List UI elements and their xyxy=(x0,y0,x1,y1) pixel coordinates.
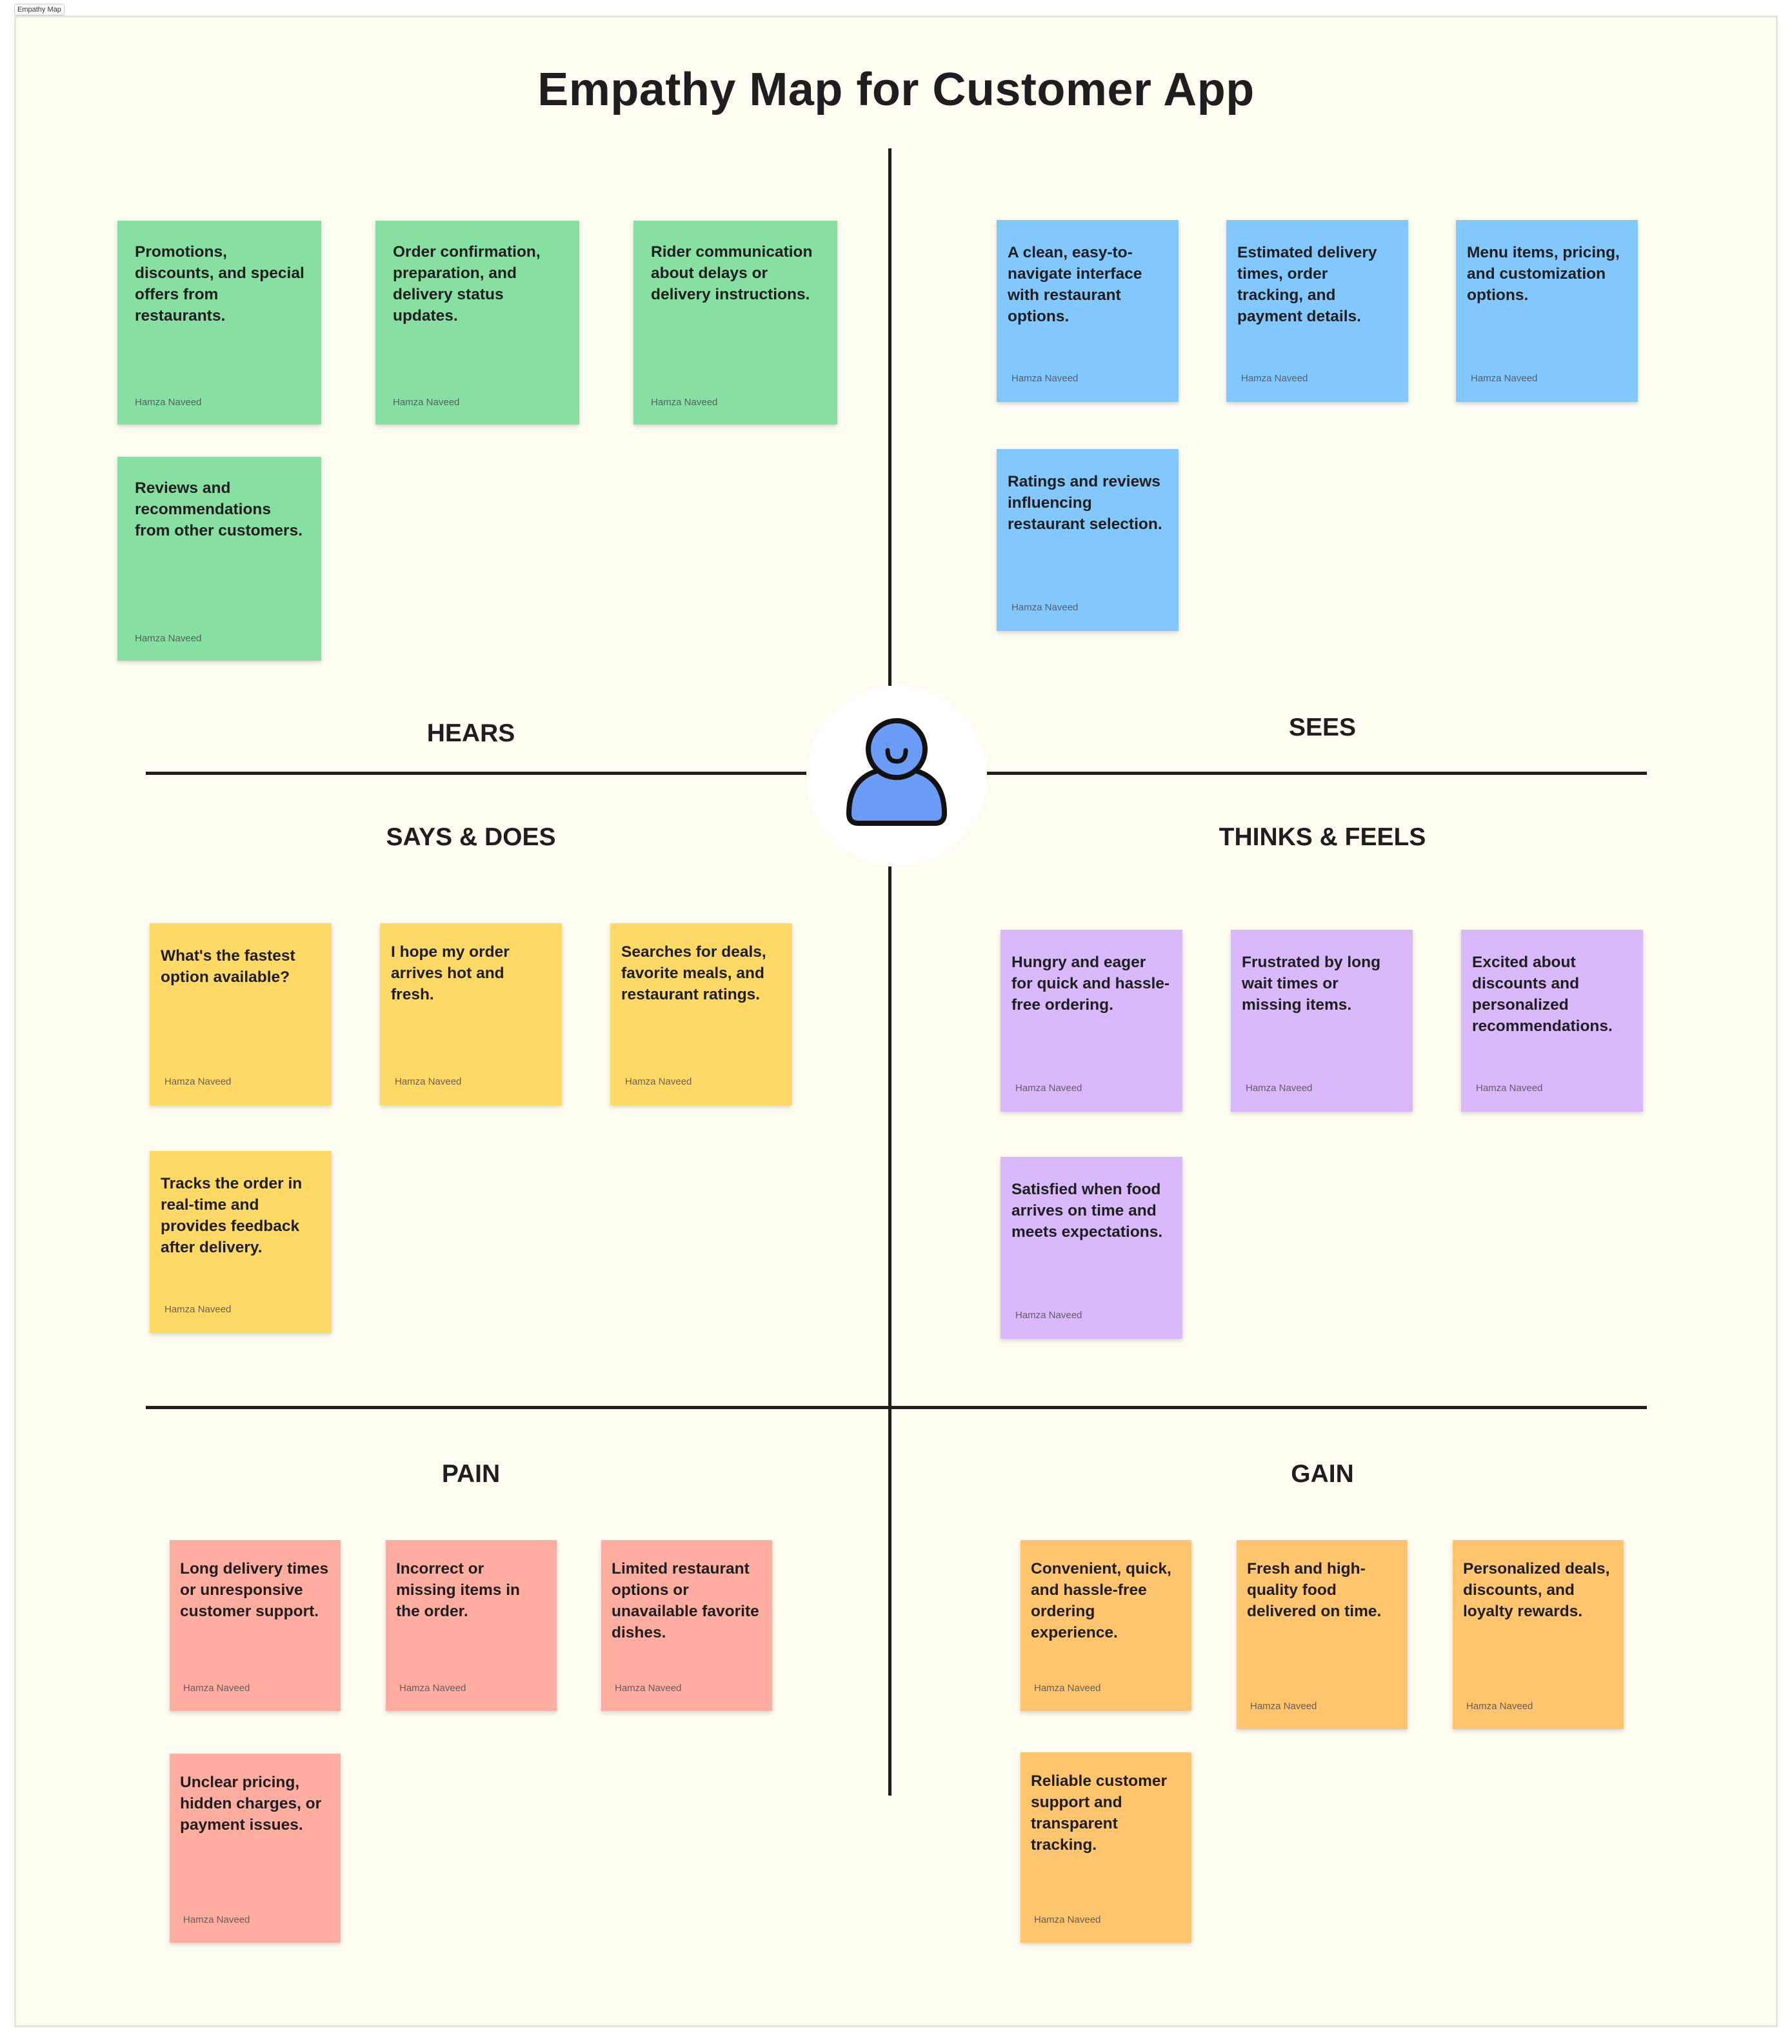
note-author: Hamza Naveed xyxy=(183,1683,250,1694)
label-hears[interactable]: HEARS xyxy=(426,719,515,747)
sticky-note-thinks-feels-3[interactable]: Excited about discounts and personalized… xyxy=(1461,930,1643,1112)
label-pain[interactable]: PAIN xyxy=(441,1460,501,1488)
note-text: Long delivery times or unresponsive cust… xyxy=(180,1560,329,1620)
note-author: Hamza Naveed xyxy=(615,1683,682,1694)
note-author: Hamza Naveed xyxy=(1466,1701,1533,1712)
note-text: Frustrated by long wait times or missing… xyxy=(1242,954,1381,1014)
sticky-note-says-does-2[interactable]: I hope my order arrives hot and fresh. H… xyxy=(380,923,562,1105)
label-gain[interactable]: GAIN xyxy=(1291,1460,1354,1488)
sticky-note-hears-4[interactable]: Reviews and recommendations from other c… xyxy=(117,457,321,661)
note-text: Limited restaurant options or unavailabl… xyxy=(612,1560,759,1641)
note-author: Hamza Naveed xyxy=(1034,1683,1101,1694)
sticky-note-gain-3[interactable]: Personalized deals, discounts, and loyal… xyxy=(1453,1540,1624,1729)
vertical-divider-bottom xyxy=(888,867,891,1796)
note-author: Hamza Naveed xyxy=(164,1304,232,1315)
persona-circle[interactable] xyxy=(806,686,987,867)
note-author: Hamza Naveed xyxy=(1246,1083,1313,1094)
note-author: Hamza Naveed xyxy=(395,1076,462,1087)
sticky-note-pain-2[interactable]: Incorrect or missing items in the order.… xyxy=(386,1540,557,1711)
sticky-note-hears-2[interactable]: Order confirmation, preparation, and del… xyxy=(375,221,579,425)
note-author: Hamza Naveed xyxy=(393,397,460,408)
user-icon xyxy=(846,718,947,826)
vertical-divider-top xyxy=(888,148,891,686)
label-says-does[interactable]: SAYS & DOES xyxy=(386,823,556,851)
note-author: Hamza Naveed xyxy=(164,1076,232,1087)
sticky-note-hears-3[interactable]: Rider communication about delays or deli… xyxy=(633,221,837,425)
note-text: Reliable customer support and transparen… xyxy=(1031,1772,1168,1854)
note-text: A clean, easy-to-navigate interface with… xyxy=(1008,244,1142,325)
sticky-note-thinks-feels-2[interactable]: Frustrated by long wait times or missing… xyxy=(1231,930,1413,1112)
sticky-note-sees-1[interactable]: A clean, easy-to-navigate interface with… xyxy=(997,220,1179,402)
note-author: Hamza Naveed xyxy=(1011,373,1079,384)
note-text: Promotions, discounts, and special offer… xyxy=(135,243,304,325)
note-text: Rider communication about delays or deli… xyxy=(651,243,813,303)
note-author: Hamza Naveed xyxy=(1250,1701,1317,1712)
note-text: Reviews and recommendations from other c… xyxy=(135,479,303,539)
sticky-note-pain-4[interactable]: Unclear pricing, hidden charges, or paym… xyxy=(170,1754,341,1943)
note-author: Hamza Naveed xyxy=(625,1076,692,1087)
note-text: Fresh and high-quality food delivered on… xyxy=(1247,1560,1382,1620)
note-text: Order confirmation, preparation, and del… xyxy=(393,243,541,325)
note-author: Hamza Naveed xyxy=(1015,1083,1082,1094)
sticky-note-gain-2[interactable]: Fresh and high-quality food delivered on… xyxy=(1237,1540,1408,1729)
sticky-note-thinks-feels-1[interactable]: Hungry and eager for quick and hassle-fr… xyxy=(1001,930,1182,1112)
note-text: Convenient, quick, and hassle-free order… xyxy=(1031,1560,1171,1641)
sticky-note-thinks-feels-4[interactable]: Satisfied when food arrives on time and … xyxy=(1001,1157,1182,1339)
board-title[interactable]: Empathy Map for Customer App xyxy=(537,64,1255,115)
note-author: Hamza Naveed xyxy=(1011,602,1079,613)
note-text: Tracks the order in real-time and provid… xyxy=(161,1175,303,1256)
note-author: Hamza Naveed xyxy=(1034,1914,1101,1925)
sticky-note-says-does-4[interactable]: Tracks the order in real-time and provid… xyxy=(150,1151,332,1333)
note-text: Menu items, pricing, and customization o… xyxy=(1467,244,1620,304)
note-author: Hamza Naveed xyxy=(1241,373,1308,384)
note-author: Hamza Naveed xyxy=(399,1683,466,1694)
note-text: Hungry and eager for quick and hassle-fr… xyxy=(1011,954,1170,1014)
note-author: Hamza Naveed xyxy=(1015,1310,1082,1321)
note-text: Ratings and reviews influencing restaura… xyxy=(1008,473,1162,533)
note-text: Personalized deals, discounts, and loyal… xyxy=(1463,1560,1610,1620)
note-text: Excited about discounts and personalized… xyxy=(1472,954,1613,1035)
note-author: Hamza Naveed xyxy=(135,397,202,408)
note-text: Incorrect or missing items in the order. xyxy=(396,1560,520,1620)
note-author: Hamza Naveed xyxy=(135,633,202,644)
label-sees[interactable]: SEES xyxy=(1288,714,1357,741)
sticky-note-pain-1[interactable]: Long delivery times or unresponsive cust… xyxy=(170,1540,341,1711)
horizontal-divider-lower xyxy=(146,1406,1647,1409)
note-text: What's the fastest option available? xyxy=(161,947,295,986)
sticky-note-pain-3[interactable]: Limited restaurant options or unavailabl… xyxy=(601,1540,772,1711)
frame-label[interactable]: Empathy Map xyxy=(14,4,65,15)
note-text: Estimated delivery times, order tracking… xyxy=(1237,244,1377,325)
note-text: Satisfied when food arrives on time and … xyxy=(1011,1181,1163,1241)
sticky-note-gain-1[interactable]: Convenient, quick, and hassle-free order… xyxy=(1020,1540,1191,1711)
horizontal-divider-left xyxy=(146,772,806,775)
sticky-note-sees-2[interactable]: Estimated delivery times, order tracking… xyxy=(1226,220,1408,402)
note-author: Hamza Naveed xyxy=(651,397,718,408)
note-text: I hope my order arrives hot and fresh. xyxy=(391,943,510,1003)
sticky-note-says-does-1[interactable]: What's the fastest option available? Ham… xyxy=(150,923,332,1105)
sticky-note-hears-1[interactable]: Promotions, discounts, and special offer… xyxy=(117,221,321,425)
horizontal-divider-right xyxy=(987,772,1647,775)
note-author: Hamza Naveed xyxy=(1471,373,1538,384)
sticky-note-says-does-3[interactable]: Searches for deals, favorite meals, and … xyxy=(610,923,792,1105)
label-thinks-feels[interactable]: THINKS & FEELS xyxy=(1219,823,1426,851)
note-author: Hamza Naveed xyxy=(183,1914,250,1925)
note-text: Unclear pricing, hidden charges, or paym… xyxy=(180,1774,322,1834)
note-text: Searches for deals, favorite meals, and … xyxy=(621,943,766,1003)
sticky-note-gain-4[interactable]: Reliable customer support and transparen… xyxy=(1020,1752,1191,1943)
sticky-note-sees-3[interactable]: Menu items, pricing, and customization o… xyxy=(1456,220,1638,402)
note-author: Hamza Naveed xyxy=(1476,1083,1543,1094)
sticky-note-sees-4[interactable]: Ratings and reviews influencing restaura… xyxy=(997,449,1179,631)
